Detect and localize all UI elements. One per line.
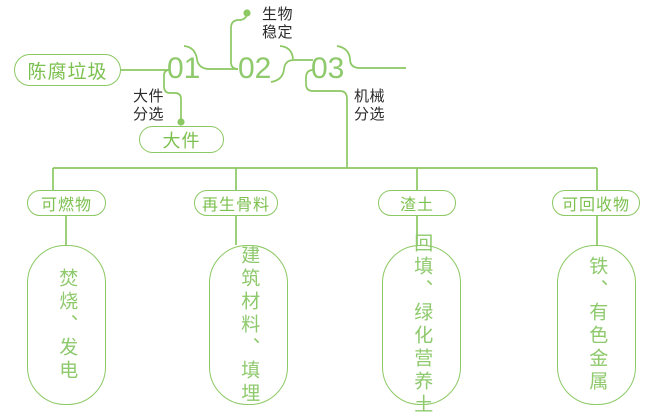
side-output-label: 大件 xyxy=(162,130,201,151)
wire-01-to-02 xyxy=(183,45,238,70)
output-box-3[interactable]: 回填、绿化营养土 xyxy=(382,233,461,416)
output-box-2-text: 建筑材料、填埋 xyxy=(238,244,260,406)
wire-01-left-elbow xyxy=(163,69,170,86)
wire-03-to-bus xyxy=(305,69,348,168)
wire-02-to-03 xyxy=(270,59,313,83)
endpoint-dot-icon xyxy=(243,9,251,17)
source-node-label: 陈腐垃圾 xyxy=(27,61,108,83)
wire-02-note-riser xyxy=(230,19,240,62)
stage-number-01[interactable]: 01 xyxy=(167,52,201,85)
endpoint-dot-icon xyxy=(177,118,185,126)
stage-note-01: 大件 分选 xyxy=(133,88,165,123)
source-node-pill[interactable]: 陈腐垃圾 xyxy=(14,54,121,86)
output-pill-2-label: 再生骨料 xyxy=(201,197,270,214)
output-box-2[interactable]: 建筑材料、填埋 xyxy=(209,244,288,406)
output-pill-1-label: 可燃物 xyxy=(40,197,92,214)
stage-number-02[interactable]: 02 xyxy=(238,52,272,85)
output-box-3-text: 回填、绿化营养土 xyxy=(411,233,433,416)
wire-03-left-arc xyxy=(279,45,294,60)
output-pill-3-label: 渣土 xyxy=(399,197,434,214)
wire-03-tail xyxy=(336,45,406,69)
stage-note-02: 生物 稳定 xyxy=(262,6,294,41)
wire-02-left-elbow xyxy=(230,61,239,70)
output-box-4-text: 铁、有色金属 xyxy=(586,256,608,394)
side-output-pill[interactable]: 大件 xyxy=(139,126,224,153)
output-pill-4[interactable]: 可回收物 xyxy=(552,190,640,216)
stage-note-03: 机械 分选 xyxy=(354,88,386,123)
output-pill-2[interactable]: 再生骨料 xyxy=(194,190,278,216)
output-pill-1[interactable]: 可燃物 xyxy=(27,190,106,216)
output-box-4[interactable]: 铁、有色金属 xyxy=(557,245,636,405)
stage-number-03[interactable]: 03 xyxy=(311,52,345,85)
output-pill-3[interactable]: 渣土 xyxy=(378,190,456,216)
output-pill-4-label: 可回收物 xyxy=(561,197,630,214)
wire-01-branch-down xyxy=(163,85,182,122)
output-box-1[interactable]: 焚烧、发电 xyxy=(27,245,106,405)
output-box-1-text: 焚烧、发电 xyxy=(56,267,78,383)
